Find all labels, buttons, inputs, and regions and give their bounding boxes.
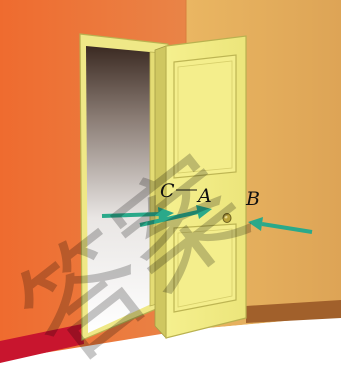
label-b: B [245, 188, 260, 210]
